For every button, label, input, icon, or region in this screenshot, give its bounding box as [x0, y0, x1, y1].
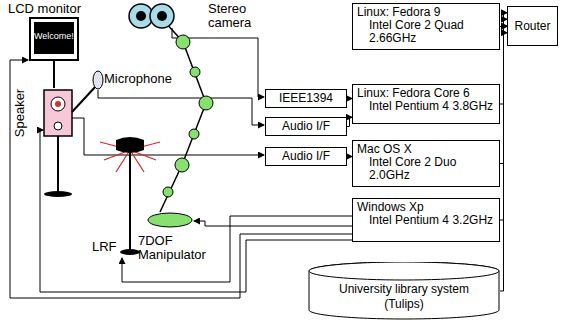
box-title: University library system (Tulips): [308, 282, 500, 312]
computer-box: Windows XpIntel Pentium 4 3.2GHz: [352, 198, 500, 242]
box-title: IEEE1394: [279, 92, 333, 105]
computer-box: Linux: Fedora Core 6Intel Pentium 4 3.8G…: [352, 84, 500, 124]
box-title: Audio I/F: [282, 120, 330, 133]
connector: [500, 33, 507, 291]
part-label: LCD monitor: [8, 2, 98, 16]
device-box: Router: [507, 6, 558, 46]
box-body: Intel Core 2 Quad 2.66GHz: [357, 19, 495, 45]
part-label: Microphone: [104, 72, 184, 86]
computer-box: Linux: Fedora 9Intel Core 2 Quad 2.66GHz: [352, 3, 500, 50]
database-cylinder: University library system (Tulips): [308, 262, 500, 320]
device-box: IEEE1394: [265, 89, 347, 108]
part-label: 7DOF Manipulator: [138, 234, 226, 262]
box-title: Audio I/F: [282, 150, 330, 163]
box-title: Linux: Fedora 9: [357, 6, 495, 19]
box-body: Intel Pentium 4 3.8GHz: [357, 100, 495, 113]
part-label: LRF: [92, 240, 122, 254]
device-box: Audio I/F: [265, 147, 347, 166]
box-body: Intel Pentium 4 3.2GHz: [357, 214, 495, 227]
part-label: Stereo camera: [208, 2, 260, 30]
box-body: Intel Core 2 Duo 2.0GHz: [357, 156, 495, 182]
part-label: Speaker: [13, 83, 27, 143]
box-title: Linux: Fedora Core 6: [357, 87, 495, 100]
computer-box: Mac OS XIntel Core 2 Duo 2.0GHz: [352, 140, 500, 187]
device-box: Audio I/F: [265, 117, 347, 136]
box-title: Windows Xp: [357, 201, 495, 214]
part-label: Welcome!!: [34, 31, 74, 42]
box-title: Router: [514, 20, 550, 33]
box-title: Mac OS X: [357, 143, 495, 156]
